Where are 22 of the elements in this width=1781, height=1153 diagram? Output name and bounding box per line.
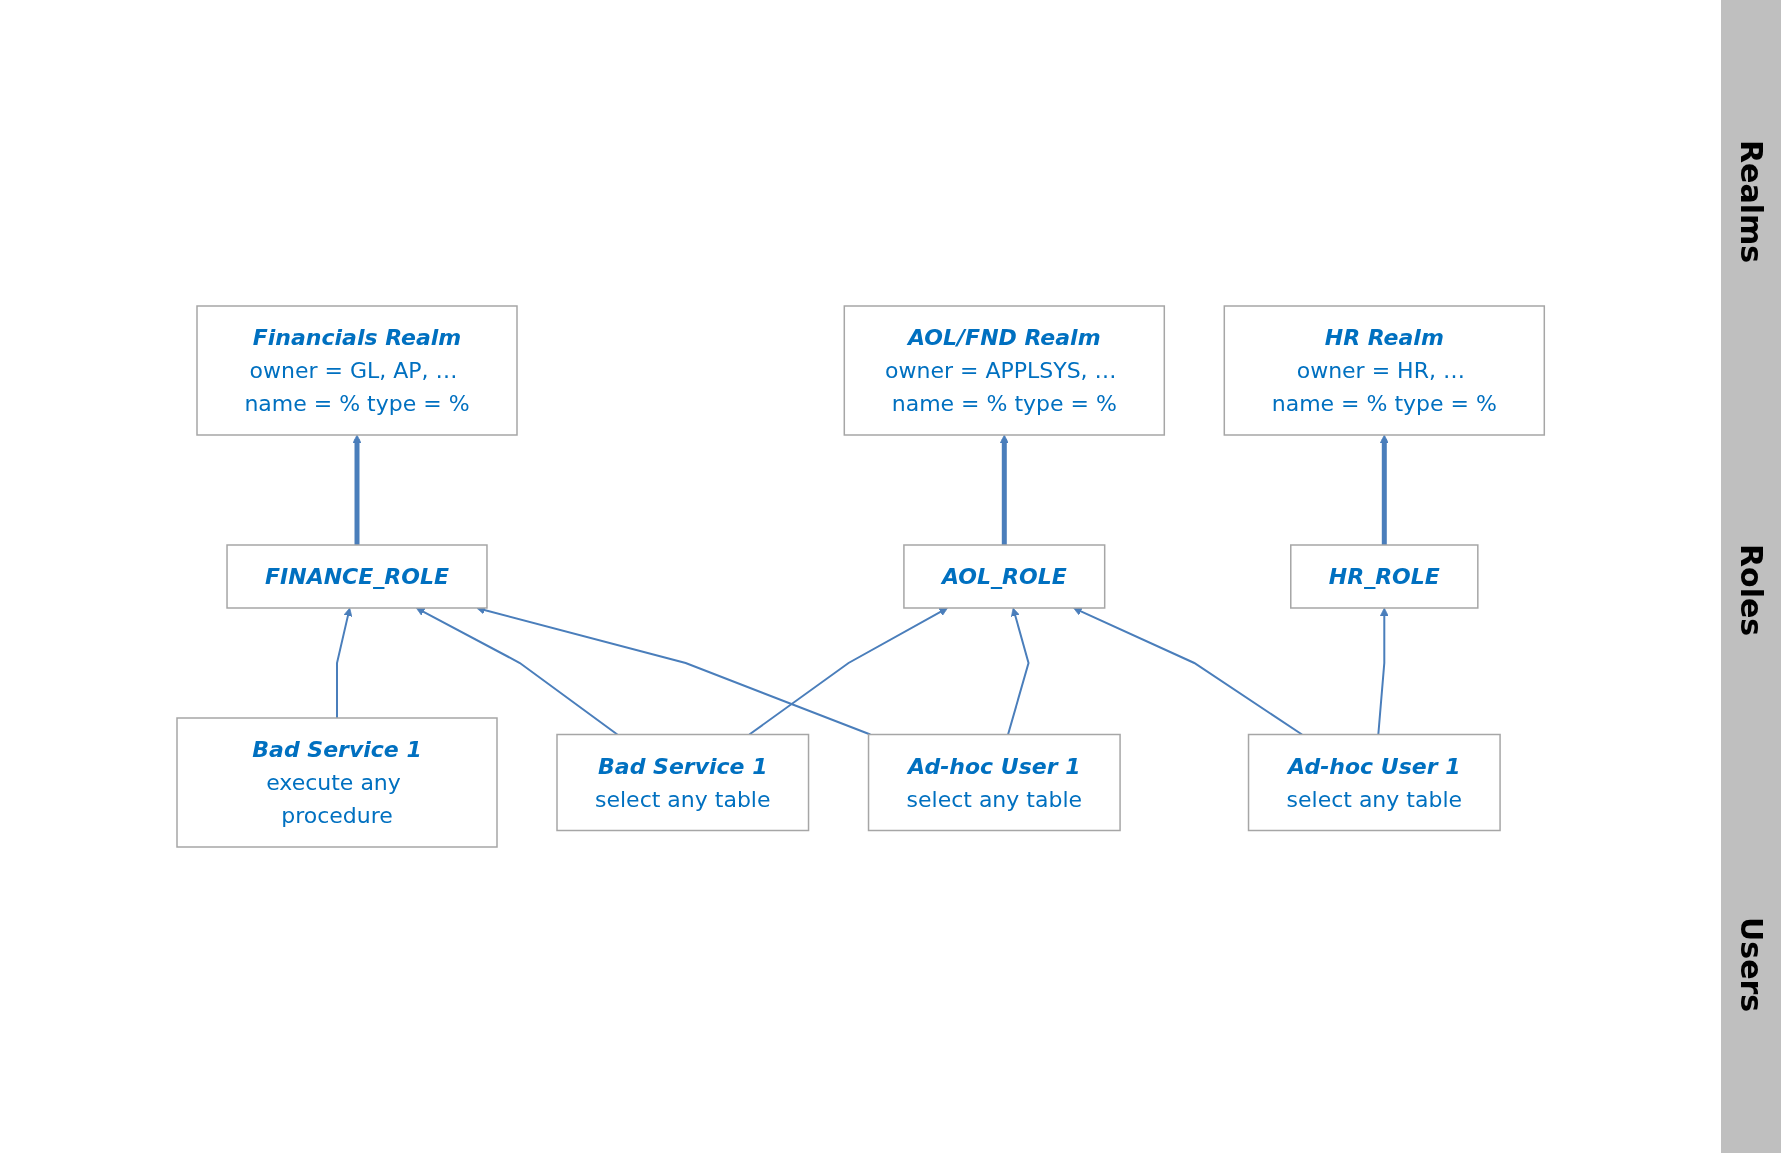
arrow — [352, 434, 362, 545]
node-box: Bad Service 1 execute any procedure — [176, 717, 498, 848]
node-box: HR_ROLE — [1289, 544, 1479, 609]
arrow — [1379, 434, 1389, 545]
node-box: AOL_ROLE — [903, 544, 1106, 609]
row-label: Realms — [1733, 140, 1769, 264]
node-box: AOL/FND Realm owner = APPLSYS, … name = % type = % — [843, 305, 1165, 436]
arrow — [1072, 607, 1303, 736]
arrow — [748, 607, 948, 736]
node-box: Financials Realm owner = GL, AP, … name = % type = % — [196, 305, 518, 436]
node-box: Ad-hoc User 1 select any table — [1247, 733, 1501, 832]
row-label: Users — [1733, 917, 1769, 1013]
node-box: FINANCE_ROLE — [226, 544, 488, 609]
arrow — [999, 434, 1009, 545]
arrow — [1006, 607, 1030, 736]
node-box: Bad Service 1 select any table — [556, 733, 810, 832]
node-box: Ad-hoc User 1 select any table — [867, 733, 1121, 832]
arrow — [335, 607, 353, 719]
node-box: HR Realm owner = HR, … name = % type = % — [1223, 305, 1545, 436]
arrow — [415, 607, 619, 736]
arrow — [1377, 607, 1389, 736]
row-label: Roles — [1733, 544, 1769, 637]
